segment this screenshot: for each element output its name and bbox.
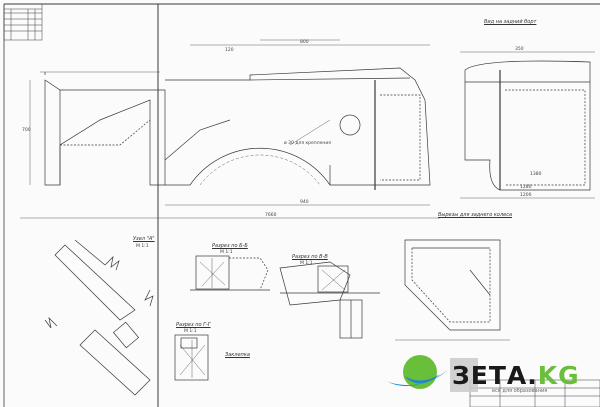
brand-suffix: KG xyxy=(537,361,580,390)
dimension: 1200 xyxy=(520,193,532,198)
section-gg xyxy=(174,334,209,381)
node-a-label: Узел "А" xyxy=(133,236,155,242)
small-profile-detail xyxy=(339,299,363,339)
rear-board-view xyxy=(460,51,595,199)
watermark-tagline: всё для образования xyxy=(492,388,548,394)
dimension: 120 xyxy=(225,48,234,53)
dimension: 1280 xyxy=(520,185,532,190)
section-gg-label: Разрез по Г-Г xyxy=(176,322,211,328)
section-bb-label: Разрез по Б-Б xyxy=(212,243,248,249)
watermark-brand: ЗЕТА.KG xyxy=(452,361,580,390)
watermark-logo: ЗЕТА.KG всё для образования xyxy=(382,352,600,400)
node-a-detail xyxy=(44,239,154,396)
dimension: 350 xyxy=(515,47,524,52)
brand-text: ЗЕТА. xyxy=(452,361,538,390)
title-block xyxy=(469,379,600,407)
wheel-cutout-label: Вырезы для заднего колеса xyxy=(438,212,513,218)
dimension: 7660 xyxy=(265,213,277,218)
section-vv-scale: М 1:1 xyxy=(300,261,313,266)
dimension: 800 xyxy=(300,40,309,45)
rear-view-label: Вид на задний борт xyxy=(484,19,537,25)
hourglass-icon xyxy=(450,358,478,392)
dimension: 940 xyxy=(300,200,309,205)
revision-table xyxy=(3,3,43,41)
holes-note: ø 30 для крепления xyxy=(284,141,331,146)
section-bb-scale: М 1:1 xyxy=(220,250,233,255)
dimension: 700 xyxy=(22,128,31,133)
section-vv xyxy=(279,261,380,306)
corner-section-view xyxy=(395,239,510,341)
globe-icon xyxy=(384,355,448,389)
node-a-scale: М 1:1 xyxy=(136,244,149,249)
side-body-view xyxy=(20,39,440,219)
section-bb xyxy=(190,255,270,291)
section-gg-scale: М 1:1 xyxy=(184,329,197,334)
rivet-label: Заклепка xyxy=(225,352,250,358)
front-panel-view xyxy=(29,71,166,186)
section-vv-label: Разрез по В-В xyxy=(292,254,328,260)
dimension: 1380 xyxy=(530,172,542,177)
